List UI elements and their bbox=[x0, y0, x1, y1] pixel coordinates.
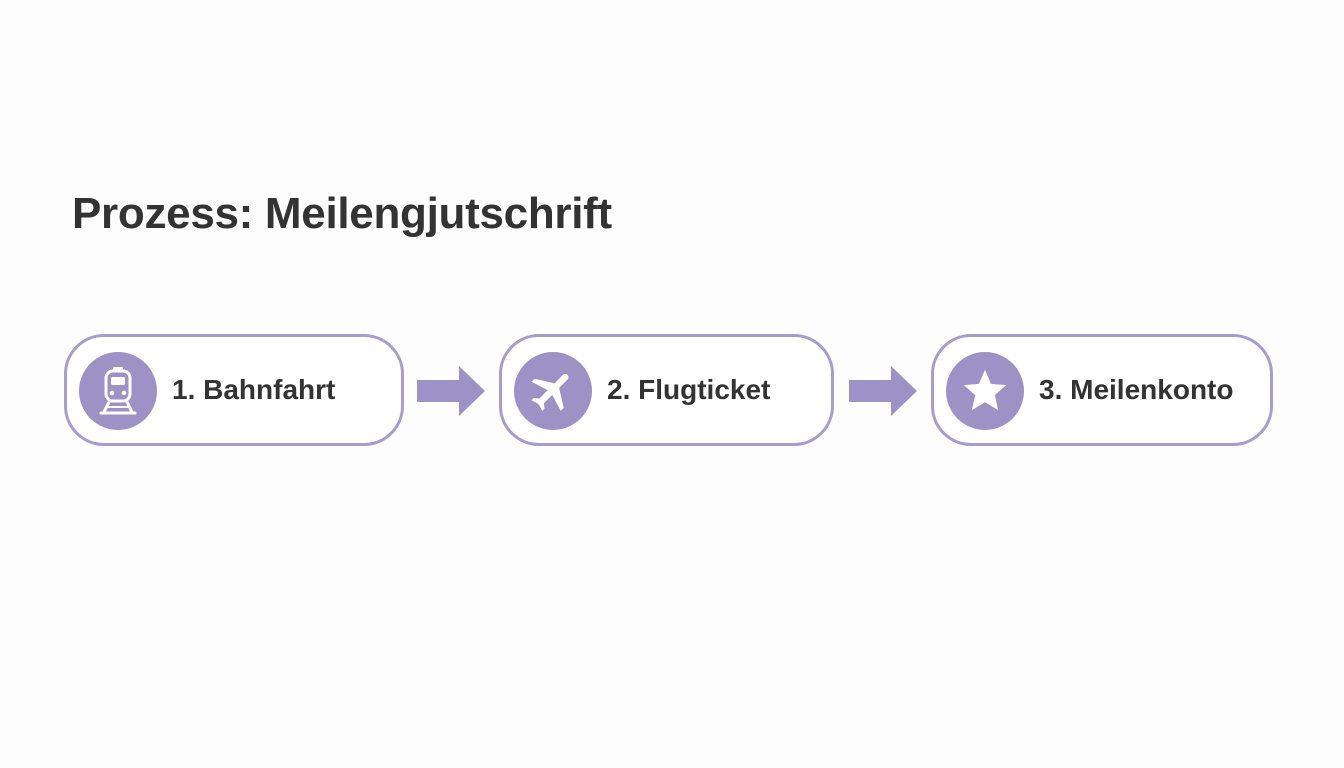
arrow-right-icon bbox=[417, 366, 485, 416]
arrow-right-icon bbox=[849, 366, 917, 416]
airplane-icon bbox=[514, 352, 592, 430]
step-label: 3. Meilenkonto bbox=[1039, 374, 1234, 405]
step-label: 2. Flugticket bbox=[607, 374, 771, 405]
process-step-2: 2. Flugticket bbox=[499, 334, 834, 446]
step-label: 1. Bahnfahrt bbox=[172, 374, 336, 405]
process-step-1: 1. Bahnfahrt bbox=[64, 334, 404, 446]
process-step-3: 3. Meilenkonto bbox=[931, 334, 1273, 446]
page-title: Prozess: Meilengjutschrift bbox=[72, 189, 612, 238]
star-icon bbox=[946, 352, 1024, 430]
train-icon bbox=[79, 352, 157, 430]
